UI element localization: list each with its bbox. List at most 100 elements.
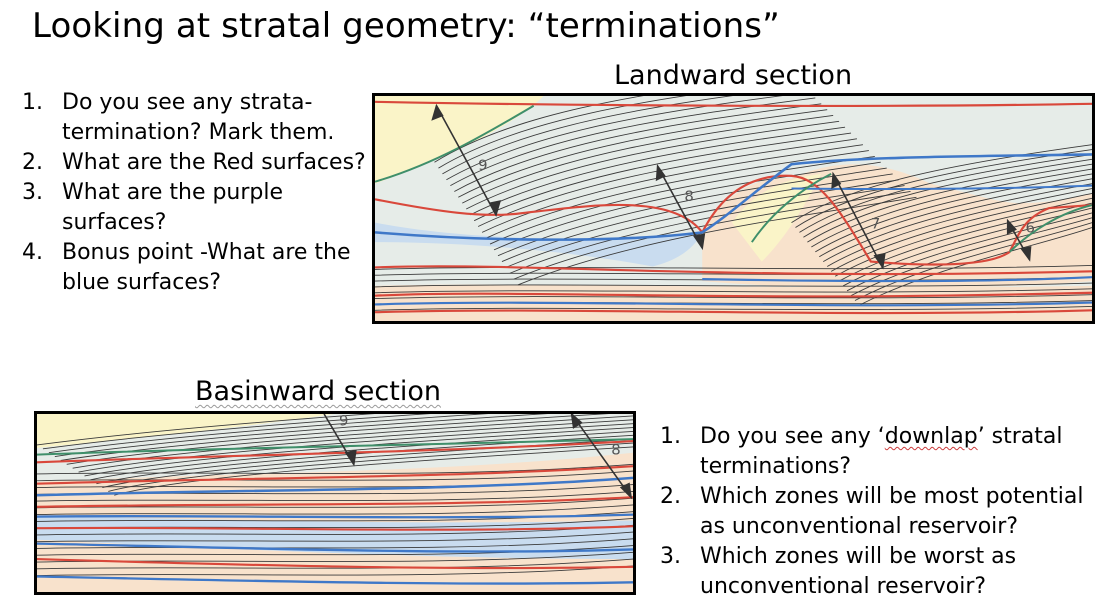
basinward-question: 1. Do you see any ‘downlap’ stratal term… [660,422,1100,482]
question-number: 4. [22,240,43,265]
arrow-unit-7 [832,173,884,268]
bedding-line [375,265,1092,270]
bedding-line [84,427,633,477]
bedding-line [838,202,1092,282]
bedding-line [54,414,548,457]
bedding-line [375,305,1092,311]
red-surface [37,525,633,531]
red-surface [375,198,704,234]
blue-surface [37,476,633,497]
blue-surface [791,184,1092,191]
unit-arrows [431,103,1032,270]
unit-label-8: 8 [611,442,620,459]
arrowhead [693,233,706,251]
bedding-line [795,149,1092,228]
arrowhead [1020,245,1032,262]
landward-cross-section: 9 8 7 6 [372,93,1095,324]
unit-label-9: 9 [339,414,348,430]
bedding-line [66,415,633,465]
arrowhead [619,482,633,500]
question-text: What are the Red surfaces? [62,150,366,175]
blue-zone [37,515,633,560]
basinward-cross-section: 9 8 [34,411,636,595]
question-text-prefix: Do you see any ‘ [700,424,885,449]
bedding-line [438,96,687,169]
bedding-line [37,531,633,543]
green-surface [375,104,535,183]
bedding-line [37,538,633,549]
question-text: Which zones will be most potential as un… [700,484,1084,539]
bedding-line [446,96,783,181]
bedding-line [37,504,633,516]
basinward-caption: Basinward section [195,376,441,407]
bedding-line [846,212,1092,292]
landward-caption: Landward section [614,60,853,91]
bedding-line [42,414,430,450]
arrow-unit-8 [570,414,632,498]
slide-title: Looking at stratal geometry: “terminatio… [32,6,780,46]
question-text: Which zones will be worst as unconventio… [700,544,1017,599]
red-surface [37,465,633,485]
basinward-section-drawing: 9 8 [37,414,633,592]
bedding-line [470,126,846,216]
basinward-question-list: 1. Do you see any ‘downlap’ stratal term… [660,422,1100,602]
question-number: 2. [22,150,43,175]
green-surface [1008,204,1092,253]
unit-label-7: 7 [871,216,880,233]
bedding-line [815,173,1092,253]
question-text-suffix: ’ stratal terminations? [700,424,1063,479]
bedding-line [489,155,875,245]
bedding-line [37,470,633,482]
bedding-line [807,163,1092,243]
bedding-line [48,414,488,454]
blue-surface [37,575,633,585]
bedding-line [114,446,633,496]
bedding-line [37,490,633,502]
question-number: 1. [660,424,681,449]
question-keyword: downlap [884,424,978,449]
arrowhead [831,171,842,189]
bedding-line [375,282,1092,288]
bedding-line [477,138,858,227]
bedding-line [466,120,840,210]
blue-surface [702,276,1092,283]
bedding-line [803,158,1092,238]
question-number: 1. [22,90,43,115]
arrow-unit-8 [656,165,703,249]
landward-question: 4. Bonus point -What are the blue surfac… [22,238,367,298]
landward-question: 1. Do you see any strata-termination? Ma… [22,88,367,148]
green-surface [751,173,832,243]
unit-arrows [323,414,633,500]
landward-question-list: 1. Do you see any strata-termination? Ma… [22,88,367,298]
bedding-line [37,497,633,509]
bedding-line [454,103,822,192]
question-number: 3. [660,544,681,569]
bedding-line [473,132,852,222]
blue-surface [375,153,1092,241]
bedding-line [830,192,1092,272]
basinward-question: 2. Which zones will be most potential as… [660,482,1100,542]
bedding-line [811,168,1092,248]
red-surface [375,100,1092,107]
bedding-line [493,161,881,251]
bedding-line [108,442,633,492]
arrowhead [570,414,583,429]
question-text: Bonus point -What are the blue surfaces? [62,240,351,295]
bedding-line [517,196,917,286]
bedding-line [834,197,1092,277]
arrowhead [1006,218,1017,235]
question-text: What are the purple surfaces? [62,180,284,235]
green-surface [37,438,633,456]
bedding-line [37,414,375,446]
bedding-line [37,524,633,536]
arrowhead [431,103,444,121]
landward-section-drawing: 9 8 7 6 [375,96,1092,321]
bedding-line [72,419,633,469]
red-surface [37,558,633,570]
bedding-line [791,144,1092,223]
bedding-line [375,294,1092,300]
red-surface [375,265,1092,276]
bedding-line [375,288,1092,294]
landward-question: 3. What are the purple surfaces? [22,178,367,238]
bedding-line [37,565,633,576]
